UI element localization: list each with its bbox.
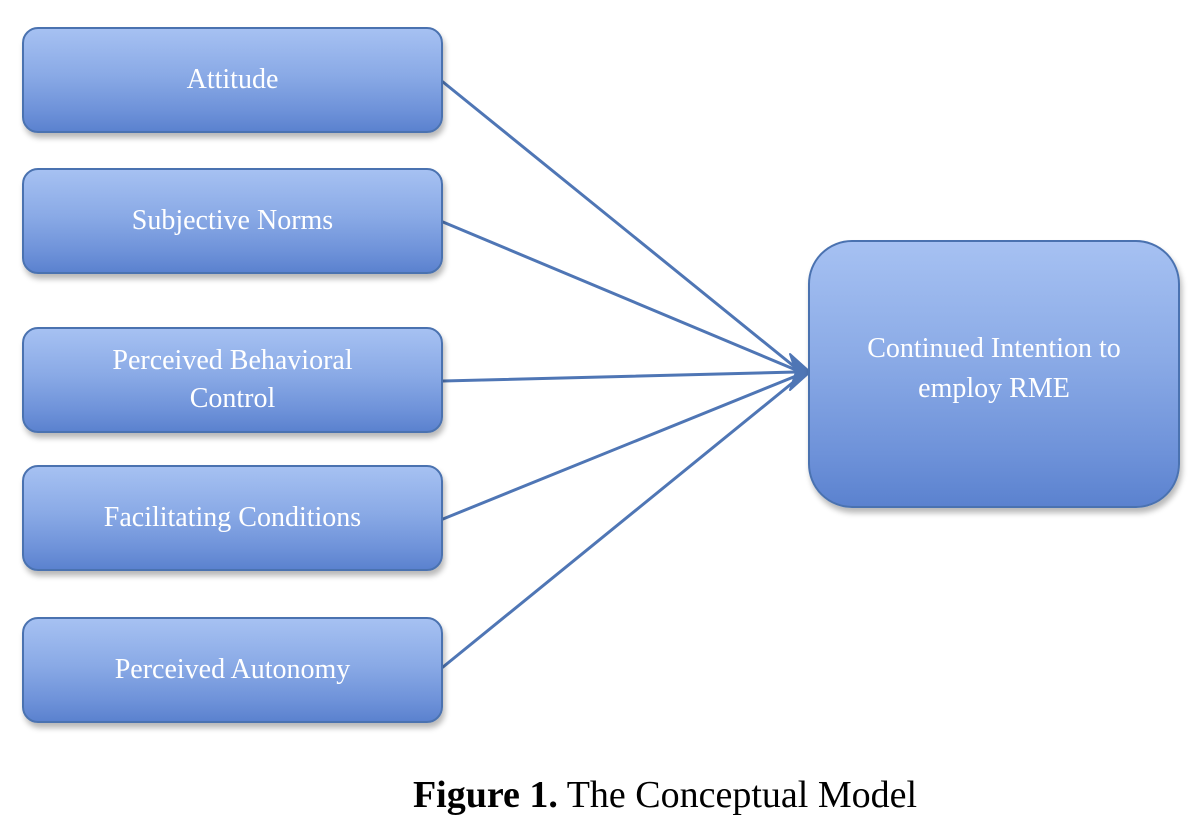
node-facilitating-conditions: Facilitating Conditions — [22, 465, 443, 571]
arrow-attitude-to-target — [441, 80, 798, 370]
node-perceived-behavioral-control-label: Perceived Behavioral Control — [112, 345, 353, 414]
node-subjective-norms-label: Subjective Norms — [131, 205, 334, 236]
node-continued-intention: Continued Intention to employ RME — [808, 240, 1180, 508]
node-continued-intention-label: Continued Intention to employ RME — [867, 333, 1121, 404]
node-perceived-autonomy-label: Perceived Autonomy — [114, 654, 351, 685]
node-facilitating-conditions-label: Facilitating Conditions — [103, 502, 362, 533]
figure-caption-text: The Conceptual Model — [557, 774, 918, 816]
arrowhead-icon — [789, 353, 811, 391]
arrow-facilitating-conditions-to-target — [441, 374, 798, 521]
arrow-subjective-norms-to-target — [441, 220, 798, 372]
node-subjective-norms: Subjective Norms — [22, 168, 443, 274]
node-perceived-autonomy: Perceived Autonomy — [22, 617, 443, 723]
arrow-perceived-behavioral-control-to-target — [441, 370, 798, 383]
arrow-perceived-autonomy-to-target — [441, 378, 798, 669]
figure-caption-label: Figure 1. — [412, 774, 558, 816]
node-perceived-behavioral-control: Perceived Behavioral Control — [22, 327, 443, 433]
node-attitude: Attitude — [22, 27, 443, 133]
figure-caption: Figure 1. The Conceptual Model — [0, 770, 1204, 820]
node-attitude-label: Attitude — [186, 64, 279, 95]
